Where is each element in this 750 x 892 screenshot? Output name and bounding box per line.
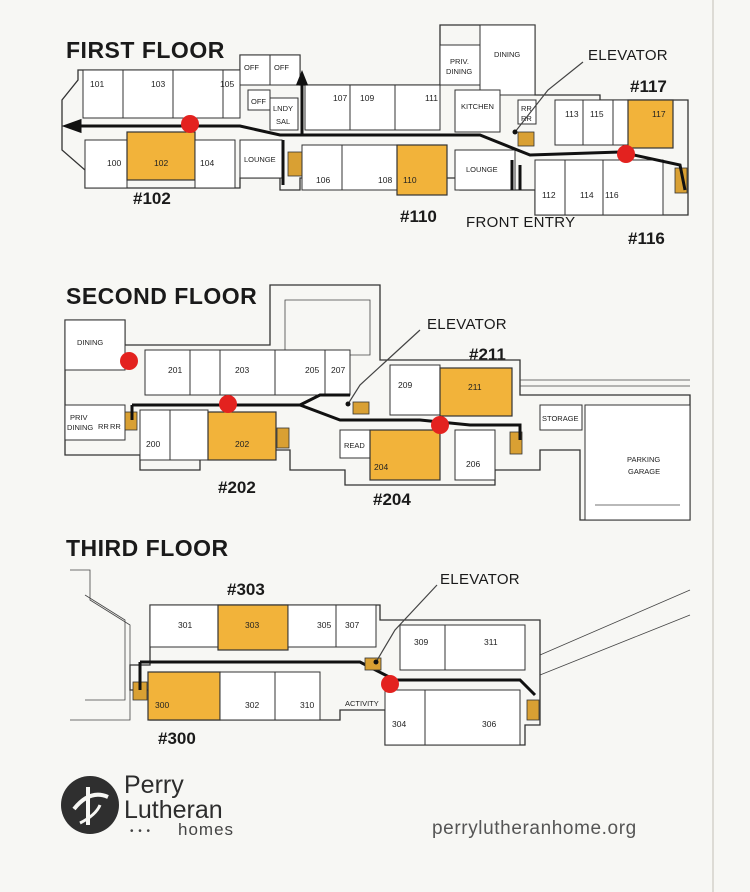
- room-200: 200: [146, 439, 160, 449]
- room-103: 103: [151, 79, 165, 89]
- room-203: 203: [235, 365, 249, 375]
- brand-lutheran: Lutheran: [124, 796, 223, 824]
- room-rr-1: RR: [521, 104, 532, 113]
- room-dining-2: DINING: [77, 338, 103, 347]
- room-activity: ACTIVITY: [345, 699, 379, 708]
- unit-110: [396, 144, 448, 196]
- first-floor-front-entry-label: FRONT ENTRY: [466, 214, 576, 231]
- room-306: 306: [482, 719, 496, 729]
- first-floor-unit-label-117: #117: [630, 77, 667, 96]
- room-read: READ: [344, 441, 365, 450]
- room-207: 207: [331, 365, 345, 375]
- room-rr-3: RR: [98, 422, 109, 431]
- room-113: 113: [565, 109, 579, 119]
- room-205: 205: [305, 365, 319, 375]
- room-dining: DINING: [494, 50, 520, 59]
- third-floor-marker: [381, 675, 399, 693]
- first-floor-unit-label-102: #102: [133, 189, 171, 208]
- room-305: 305: [317, 620, 331, 630]
- brand-homes: homes: [178, 820, 235, 839]
- room-204: 204: [374, 462, 388, 472]
- room-lndy: LNDY: [273, 104, 293, 113]
- third-floor-title: THIRD FLOOR: [66, 535, 229, 561]
- room-110: 110: [403, 175, 417, 185]
- room-107: 107: [333, 93, 347, 103]
- room-114: 114: [580, 190, 594, 200]
- second-floor-title: SECOND FLOOR: [66, 283, 258, 309]
- room-off-1: OFF: [244, 63, 259, 72]
- unit-102: [126, 131, 196, 181]
- room-209: 209: [398, 380, 412, 390]
- room-109: 109: [360, 93, 374, 103]
- first-floor-title: FIRST FLOOR: [66, 37, 225, 63]
- room-117: 117: [652, 109, 666, 119]
- first-floor-plan: 101 103 105 OFF OFF OFF LNDY SAL 107 109…: [61, 24, 689, 216]
- room-301: 301: [178, 620, 192, 630]
- unit-211: [439, 367, 513, 417]
- first-floor-elevator-label: ELEVATOR: [588, 47, 668, 64]
- second-floor-marker-dining: [120, 352, 138, 370]
- second-floor-marker-east: [431, 416, 449, 434]
- website-url[interactable]: perrylutheranhome.org: [432, 818, 637, 839]
- room-111: 111: [425, 93, 438, 103]
- unit-117: [627, 99, 674, 149]
- first-floor-unit-label-116: #116: [628, 229, 665, 248]
- room-106: 106: [316, 175, 330, 185]
- room-115: 115: [590, 109, 604, 119]
- unit-202: [207, 411, 277, 461]
- third-floor-unit-label-303: #303: [227, 580, 265, 599]
- room-lounge-west: LOUNGE: [244, 155, 276, 164]
- room-kitchen: KITCHEN: [461, 102, 494, 111]
- second-floor-marker-west: [219, 395, 237, 413]
- first-floor-unit-label-110: #110: [400, 207, 437, 226]
- second-floor-unit-label-204: #204: [373, 490, 411, 509]
- room-105: 105: [220, 79, 234, 89]
- unit-204: [369, 429, 441, 481]
- room-102: 102: [154, 158, 168, 168]
- room-302: 302: [245, 700, 259, 710]
- room-307: 307: [345, 620, 359, 630]
- first-floor-marker-west: [181, 115, 199, 133]
- room-104: 104: [200, 158, 214, 168]
- room-101: 101: [90, 79, 104, 89]
- room-lounge-east: LOUNGE: [466, 165, 498, 174]
- brand-dots: • • •: [130, 826, 152, 837]
- unit-303: [217, 604, 289, 651]
- room-201: 201: [168, 365, 182, 375]
- room-off-3: OFF: [251, 97, 266, 106]
- first-floor-marker-east: [617, 145, 635, 163]
- second-floor-unit-label-211: #211: [469, 345, 506, 364]
- room-303: 303: [245, 620, 259, 630]
- room-304: 304: [392, 719, 406, 729]
- room-off-2: OFF: [274, 63, 289, 72]
- room-rr-2: RR: [521, 114, 532, 123]
- room-storage: STORAGE: [542, 414, 579, 423]
- second-floor-elevator-label: ELEVATOR: [427, 316, 507, 333]
- room-311: 311: [484, 637, 498, 647]
- unit-300: [147, 671, 221, 721]
- perry-lutheran-logo-icon: [61, 776, 119, 834]
- second-floor-unit-label-202: #202: [218, 478, 256, 497]
- room-206: 206: [466, 459, 480, 469]
- third-floor-unit-label-300: #300: [158, 729, 196, 748]
- room-100: 100: [107, 158, 121, 168]
- room-211: 211: [468, 382, 482, 392]
- room-202: 202: [235, 439, 249, 449]
- third-floor-elevator-label: ELEVATOR: [440, 571, 520, 588]
- room-309: 309: [414, 637, 428, 647]
- brand-perry: Perry: [124, 771, 184, 799]
- room-108: 108: [378, 175, 392, 185]
- room-priv-dining: PRIV.DINING: [446, 57, 472, 76]
- room-116: 116: [605, 190, 619, 200]
- page-edge: [712, 0, 714, 892]
- room-sal: SAL: [276, 117, 290, 126]
- room-300: 300: [155, 700, 169, 710]
- room-112: 112: [542, 190, 556, 200]
- third-floor-plan: 301 303 305 307 309 311 300 302 310 ACTI…: [70, 569, 691, 746]
- room-310: 310: [300, 700, 314, 710]
- room-rr-4: RR: [110, 422, 121, 431]
